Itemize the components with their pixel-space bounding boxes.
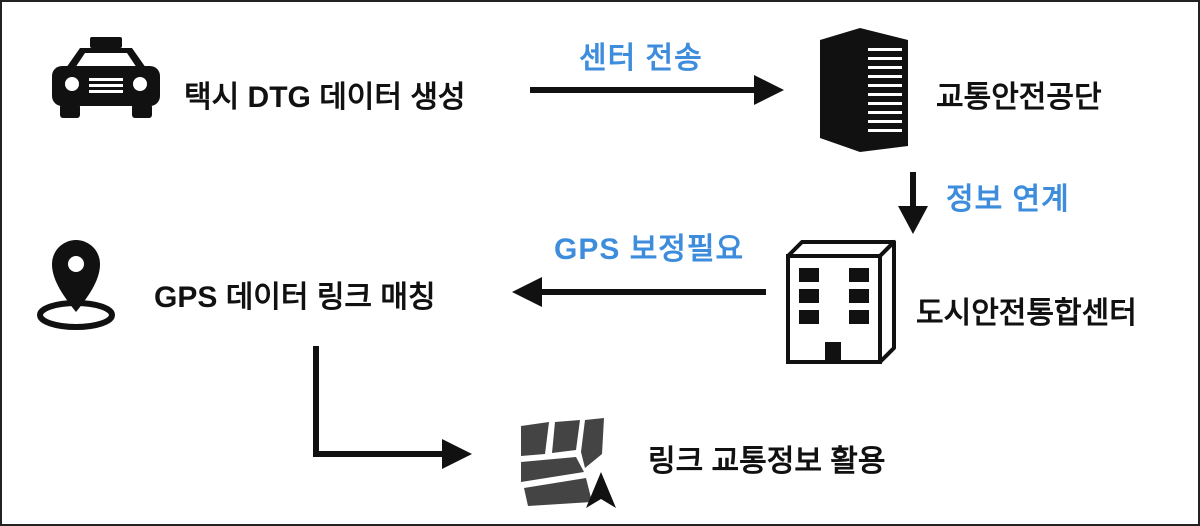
office-tower-icon — [820, 28, 908, 152]
safety-authority-label: 교통안전공단 — [936, 81, 1102, 114]
gps-correction-label: GPS 보정필요 — [554, 233, 745, 266]
taxi-icon — [52, 37, 160, 118]
building-icon — [786, 240, 896, 364]
arrow-to-link-traffic — [313, 346, 472, 469]
map-icon — [521, 418, 616, 508]
map-pin-icon — [37, 240, 115, 330]
city-center-label: 도시안전통합센터 — [916, 297, 1137, 330]
info-link-label: 정보 연계 — [946, 183, 1070, 216]
link-traffic-label: 링크 교통정보 활용 — [648, 445, 886, 478]
gps-matching-label: GPS 데이터 링크 매칭 — [154, 281, 436, 314]
arrow-gps-correction — [512, 277, 766, 307]
arrow-info-link — [898, 172, 928, 234]
taxi-node-label: 택시 DTG 데이터 생성 — [184, 81, 466, 114]
center-transfer-label: 센터 전송 — [579, 42, 703, 75]
arrow-center-transfer — [530, 75, 784, 105]
